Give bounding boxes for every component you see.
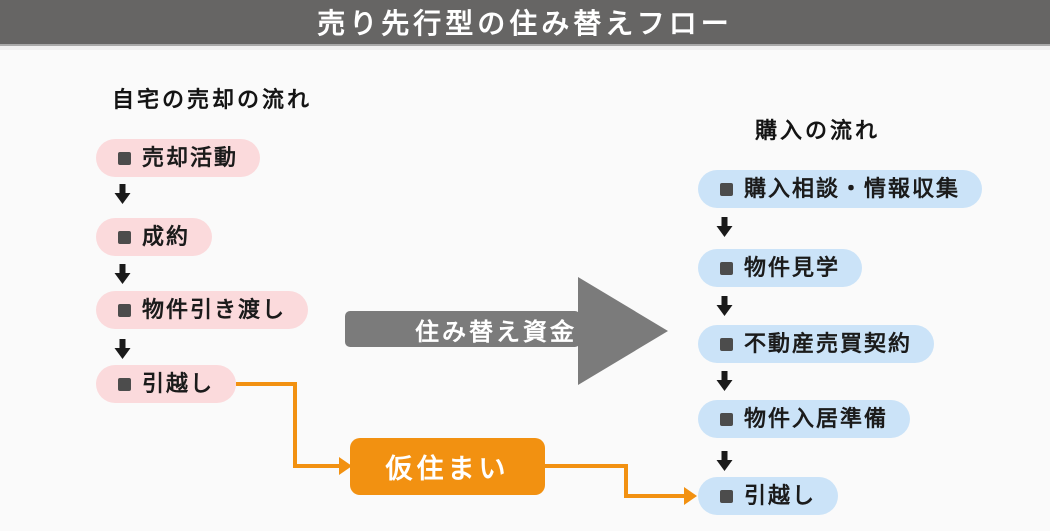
step-label: 物件入居準備 [744,406,889,432]
step-label: 成約 [142,224,191,250]
connector-line [624,494,686,498]
connector-line [545,464,628,468]
square-bullet-icon [720,182,733,196]
down-arrow-icon [716,371,733,391]
funds-arrow-label: 住み替え資金 [415,317,577,346]
buy-step-pill-move-in-prep: 物件入居準備 [698,400,911,438]
down-arrow-icon [716,451,733,471]
buy-step-pill-sale-contract: 不動産売買契約 [698,325,935,363]
buy-flow-heading: 購入の流れ [755,119,881,144]
buy-step-pill-moving: 引越し [698,477,839,515]
connector-line [624,464,628,498]
sell-step-pill-moving: 引越し [96,365,237,403]
step-label: 物件見学 [744,255,841,281]
sell-step-pill-handover: 物件引き渡し [96,291,309,329]
sell-step-pill-contract: 成約 [96,218,213,256]
step-label: 不動産売買契約 [744,331,913,357]
temporary-housing-label: 仮住まい [385,454,510,485]
square-bullet-icon [720,261,733,275]
square-bullet-icon [118,303,131,317]
page-title: 売り先行型の住み替えフロー [317,7,733,40]
step-label: 引越し [744,483,817,509]
down-arrow-icon [114,184,131,204]
down-arrow-icon [114,339,131,359]
square-bullet-icon [720,489,733,503]
step-label: 引越し [142,371,215,397]
step-label: 売却活動 [142,145,239,171]
step-label: 物件引き渡し [142,297,287,323]
connector-line [236,382,297,386]
square-bullet-icon [118,230,131,244]
funds-arrow-head-icon [578,277,668,385]
square-bullet-icon [720,412,733,426]
buy-step-pill-viewing: 物件見学 [698,249,863,287]
square-bullet-icon [118,377,131,391]
square-bullet-icon [720,337,733,351]
sell-flow-heading: 自宅の売却の流れ [112,88,313,113]
buy-step-pill-consultation: 購入相談・情報収集 [698,170,983,208]
connector-line [293,382,297,468]
arrowhead-right-icon [339,457,352,475]
down-arrow-icon [716,217,733,237]
connector-line [293,464,341,468]
arrowhead-right-icon [684,487,697,505]
sell-step-pill-sales-activity: 売却活動 [96,139,261,177]
temporary-housing-box: 仮住まい [350,438,545,495]
down-arrow-icon [114,264,131,284]
down-arrow-icon [716,296,733,316]
funds-arrow-shaft: 住み替え資金 [345,311,580,347]
square-bullet-icon [118,151,131,165]
step-label: 購入相談・情報収集 [744,176,961,202]
header-bar: 売り先行型の住み替えフロー [0,0,1050,46]
